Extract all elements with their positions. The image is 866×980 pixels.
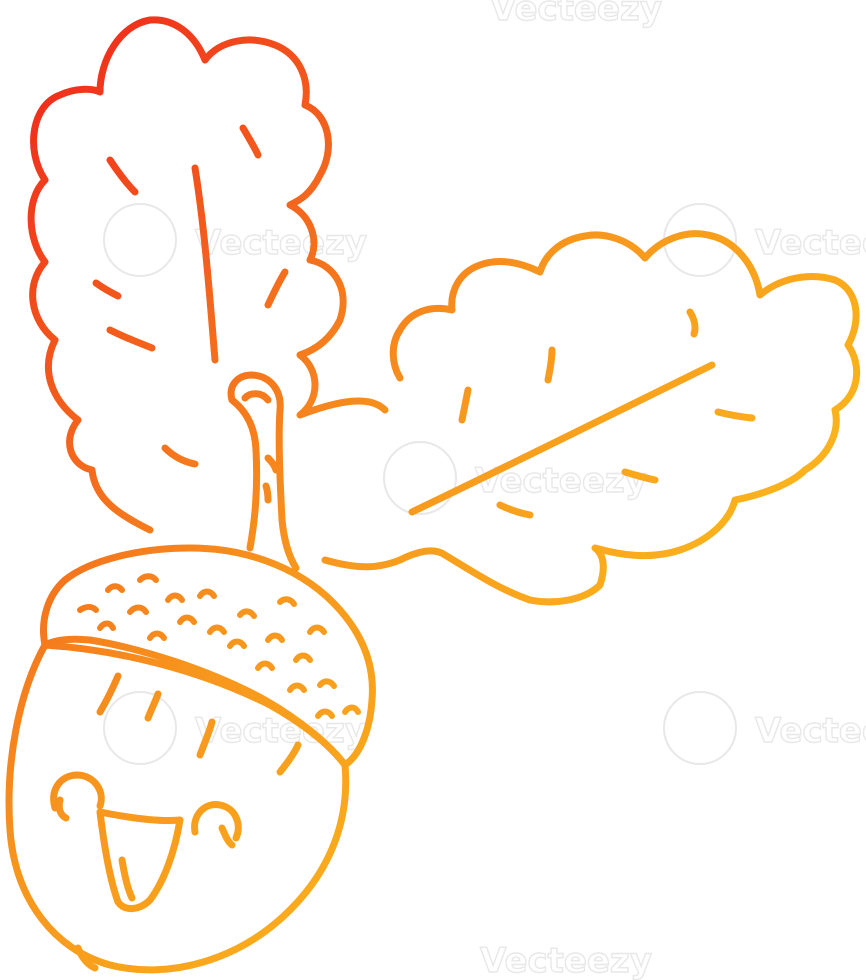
left-leaf-vein (106, 156, 139, 196)
mouth (96, 808, 184, 912)
left-leaf-vein (106, 326, 156, 352)
right-eye (191, 801, 242, 842)
acorn-body (5, 641, 350, 974)
body-highlight (96, 672, 122, 716)
left-eye (50, 771, 105, 812)
tongue (118, 856, 136, 902)
right-leaf-vein (714, 408, 756, 422)
body-highlight (74, 944, 99, 972)
cap-texture (77, 573, 361, 719)
body-highlight (276, 741, 302, 776)
right-cheek-mark (218, 824, 236, 849)
right-leaf-vein (686, 308, 699, 338)
watermark-logo (663, 691, 737, 765)
acorn-cap (40, 544, 376, 769)
watermark-text: Vecteezy (755, 223, 866, 263)
stem-top-curl (241, 390, 272, 404)
acorn-cap-rim (41, 641, 349, 769)
left-leaf-midrib (191, 164, 219, 364)
watermark-text: Vecteezy (195, 223, 367, 263)
left-leaf-vein (239, 124, 262, 159)
stem-mark (262, 482, 272, 504)
left-leaf-vein (92, 279, 122, 300)
right-oak-leaf (321, 230, 861, 606)
right-leaf-midrib (408, 361, 716, 516)
watermark-group: Vecteezy Vecteezy Vecteezy Vecteezy Vect… (103, 0, 866, 980)
watermark-logo (383, 441, 457, 515)
body-highlight (144, 690, 162, 722)
left-leaf-vein (161, 444, 199, 468)
left-oak-leaf (27, 16, 389, 534)
watermark-logo (103, 203, 177, 277)
acorn-stem (227, 371, 300, 572)
stem-mark (264, 454, 280, 474)
watermark-text: Vecteezy (755, 711, 866, 751)
left-cheek-mark (55, 796, 70, 822)
left-leaf-vein (264, 268, 289, 309)
right-leaf-vein (621, 468, 659, 484)
watermark-text: Vecteezy (490, 0, 662, 29)
right-leaf-vein (544, 346, 556, 384)
watermark-text: Vecteezy (195, 711, 367, 751)
body-highlight (196, 718, 216, 759)
watermark-logo (103, 691, 177, 765)
right-leaf-vein (496, 501, 534, 519)
right-leaf-vein (458, 386, 472, 424)
watermark-text: Vecteezy (480, 941, 652, 980)
